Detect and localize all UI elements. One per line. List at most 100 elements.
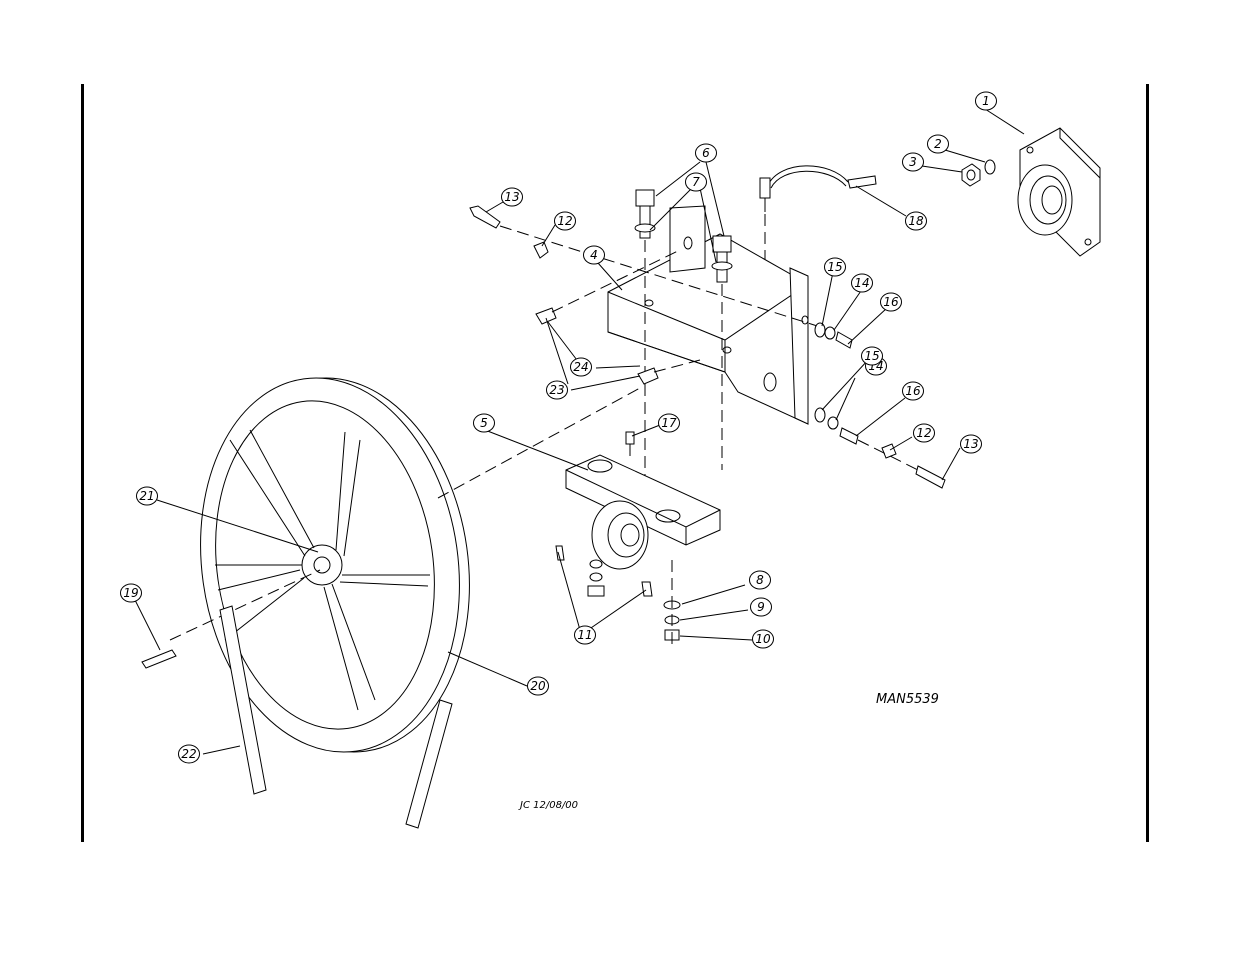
callout-balloon <box>824 257 846 277</box>
right-fasteners-lower <box>814 407 946 489</box>
drawing-number: MAN5539 <box>876 692 939 707</box>
mounting-bracket-part <box>607 205 809 425</box>
left-bolt-nut <box>469 205 831 331</box>
callout-10: 10 <box>752 629 774 649</box>
washer-nut-pair <box>961 159 996 187</box>
callout-balloon <box>554 211 576 231</box>
hex-bolts-pair <box>634 189 733 520</box>
callout-balloon <box>975 91 997 111</box>
callout-balloon <box>178 744 200 764</box>
callout-balloon <box>473 413 495 433</box>
callout-6: 6 <box>695 143 717 163</box>
callout-balloon <box>927 134 949 154</box>
callout-balloon <box>880 292 902 312</box>
callout-11: 11 <box>574 625 596 645</box>
author-date-stamp: JC 12/08/00 <box>518 800 578 811</box>
callout-label: 13 <box>963 437 978 451</box>
right-fasteners-upper <box>814 322 853 349</box>
callout-balloon <box>902 381 924 401</box>
shaft-key-part <box>141 649 177 669</box>
callout-balloon <box>658 413 680 433</box>
callout-label: 23 <box>549 383 564 397</box>
callout-balloon <box>695 143 717 163</box>
callout-13: 13 <box>501 187 523 207</box>
callout-label: 5 <box>480 416 488 430</box>
drive-belt-part <box>219 605 453 829</box>
callout-balloon <box>905 211 927 231</box>
callout-16: 16 <box>880 292 902 312</box>
callout-label: 12 <box>557 214 572 228</box>
callout-balloon <box>570 357 592 377</box>
callout-balloon <box>902 152 924 172</box>
callout-8: 8 <box>749 570 771 590</box>
callout-label: 2 <box>934 137 942 151</box>
callout-12: 12 <box>554 211 576 231</box>
adjustment-studs <box>535 249 701 385</box>
sensor-wire-part <box>759 165 877 260</box>
callout-label: 17 <box>661 416 677 430</box>
callout-12: 12 <box>913 423 935 443</box>
callout-9: 9 <box>750 597 772 617</box>
frame-border-left <box>81 84 84 842</box>
callout-balloon <box>546 380 568 400</box>
callout-balloon <box>583 245 605 265</box>
callout-balloon <box>527 676 549 696</box>
callout-2: 2 <box>927 134 949 154</box>
callout-7: 7 <box>685 172 707 192</box>
callout-20: 20 <box>527 676 549 696</box>
pillow-block-bearing-part <box>565 431 721 570</box>
flange-bearing-part <box>1017 127 1101 257</box>
callout-label: 12 <box>916 426 931 440</box>
callout-balloon <box>752 629 774 649</box>
callout-label: 10 <box>755 632 771 646</box>
callout-label: 11 <box>577 628 592 642</box>
callout-15: 15 <box>861 346 883 366</box>
callout-balloon <box>750 597 772 617</box>
callout-balloon <box>960 434 982 454</box>
callout-19: 19 <box>120 583 142 603</box>
lower-hardware-stack <box>555 545 681 648</box>
callout-label: 22 <box>181 747 196 761</box>
callout-24: 24 <box>570 357 592 377</box>
callout-label: 1 <box>982 94 990 108</box>
callout-18: 18 <box>905 211 927 231</box>
callout-balloon <box>913 423 935 443</box>
callout-15: 15 <box>824 257 846 277</box>
callout-13: 13 <box>960 434 982 454</box>
callout-label: 19 <box>123 586 138 600</box>
callout-14: 14 <box>851 273 873 293</box>
callout-label: 13 <box>504 190 519 204</box>
callout-label: 20 <box>530 679 546 693</box>
callout-balloon <box>685 172 707 192</box>
callout-label: 21 <box>139 489 154 503</box>
callout-label: 8 <box>756 573 764 587</box>
callout-balloon <box>861 346 883 366</box>
callout-label: 4 <box>590 248 598 262</box>
callout-5: 5 <box>473 413 495 433</box>
callout-1: 1 <box>975 91 997 111</box>
callout-balloon <box>136 486 158 506</box>
part-callouts: 1234567891011121213131414151516161718192… <box>120 91 997 764</box>
callout-label: 24 <box>573 360 588 374</box>
callout-label: 14 <box>854 276 869 290</box>
callout-22: 22 <box>178 744 200 764</box>
callout-label: 6 <box>702 146 710 160</box>
callout-17: 17 <box>658 413 680 433</box>
callout-label: 18 <box>908 214 924 228</box>
callout-label: 15 <box>827 260 842 274</box>
callout-balloon <box>851 273 873 293</box>
callout-21: 21 <box>136 486 158 506</box>
callout-label: 15 <box>864 349 879 363</box>
frame-border-right <box>1146 84 1149 842</box>
callout-balloon <box>501 187 523 207</box>
callout-balloon <box>574 625 596 645</box>
callout-label: 16 <box>905 384 921 398</box>
callout-4: 4 <box>583 245 605 265</box>
callout-balloon <box>749 570 771 590</box>
callout-16: 16 <box>902 381 924 401</box>
callout-label: 16 <box>883 295 899 309</box>
callout-balloon <box>120 583 142 603</box>
callout-3: 3 <box>902 152 924 172</box>
callout-label: 9 <box>757 600 765 614</box>
